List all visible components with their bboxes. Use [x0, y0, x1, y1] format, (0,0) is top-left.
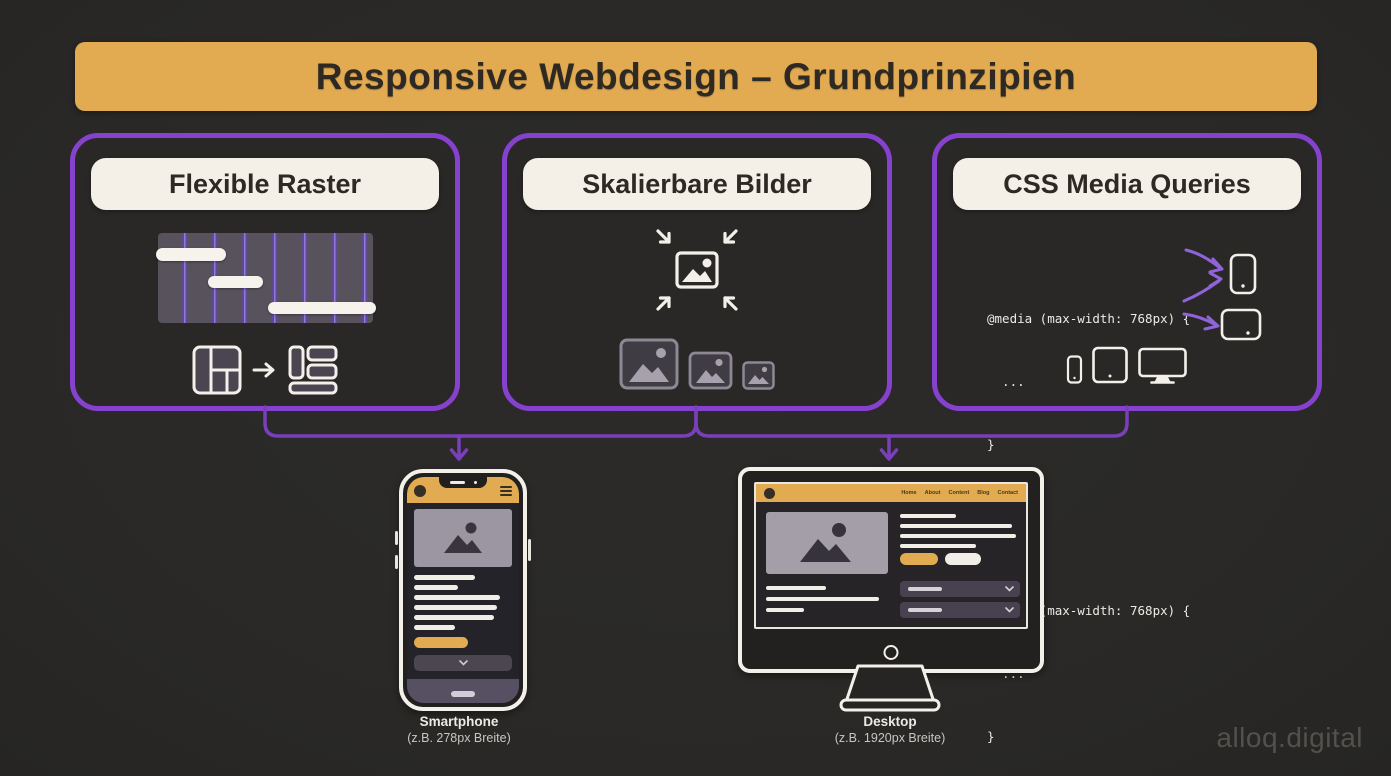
flexible-grid-illustration	[155, 233, 376, 323]
shrink-image-icon	[656, 229, 738, 311]
nav-item: Content	[948, 490, 970, 496]
title-banner: Responsive Webdesign – Grundprinzipien	[75, 42, 1317, 111]
page-title: Responsive Webdesign – Grundprinzipien	[315, 55, 1077, 97]
logo-circle	[414, 485, 426, 497]
cta-button-placeholder	[900, 553, 938, 565]
nav-item: Home	[901, 490, 917, 496]
text-line	[414, 595, 501, 600]
principle-card-flexible-raster: Flexible Raster	[70, 133, 460, 411]
phone-volume-button	[395, 555, 398, 569]
desktop-mockup: Home About Content Blog Contact	[738, 467, 1044, 673]
layout-transform-row	[75, 345, 455, 395]
phone-footer-bar	[407, 679, 519, 703]
dropdown-placeholder	[900, 581, 1020, 597]
layout-before-icon	[192, 345, 242, 395]
card-heading-pill: Flexible Raster	[91, 158, 439, 210]
text-line	[766, 597, 879, 601]
text-line	[414, 605, 498, 610]
grid-content-bar	[267, 302, 376, 314]
watermark: alloq.digital	[1216, 722, 1363, 753]
chevron-down-icon	[1005, 586, 1014, 592]
nav-menu: Home About Content Blog Contact	[901, 490, 1018, 496]
nav-item: Contact	[997, 490, 1018, 496]
image-placeholder-icon	[800, 523, 851, 562]
secondary-button-placeholder	[945, 553, 981, 565]
image-placeholder	[766, 512, 888, 574]
code-line: ...	[987, 374, 1025, 389]
card-heading-label: CSS Media Queries	[1003, 168, 1251, 199]
text-line	[414, 585, 459, 590]
phone-notch	[439, 477, 487, 488]
image-size-row	[507, 338, 887, 390]
image-placeholder	[414, 509, 512, 567]
layout-after-icon	[288, 345, 338, 395]
text-line	[414, 575, 475, 580]
text-line	[900, 534, 1016, 538]
image-placeholder-icon	[444, 522, 482, 553]
grid-content-bar	[155, 248, 226, 261]
code-line: }	[987, 437, 995, 452]
chevron-down-icon	[1005, 607, 1014, 613]
device-detail: (z.B. 278px Breite)	[407, 731, 511, 745]
card-heading-pill: Skalierbare Bilder	[523, 158, 871, 210]
nav-item: About	[924, 490, 941, 496]
desktop-label: Desktop (z.B. 1920px Breite)	[790, 714, 990, 745]
logo-circle	[764, 487, 775, 499]
speaker-slot	[450, 481, 465, 484]
text-line	[766, 608, 804, 612]
phone-page-body	[407, 503, 519, 703]
text-line	[766, 586, 826, 590]
camera-dot	[473, 480, 477, 484]
text-line	[414, 625, 456, 630]
phone-outline-icon	[1229, 253, 1257, 295]
principle-card-css-media-queries: CSS Media Queries @media (max-width: 768…	[932, 133, 1322, 744]
smartphone-label: Smartphone (z.B. 278px Breite)	[359, 714, 559, 745]
small-tablet-icon	[1092, 346, 1128, 384]
monitor-chin-button	[883, 645, 899, 660]
home-indicator	[451, 691, 475, 697]
nav-item: Blog	[977, 490, 990, 496]
text-line	[414, 615, 495, 620]
grid-content-bar	[207, 276, 263, 288]
device-size-row	[1066, 346, 1188, 384]
card-heading-label: Flexible Raster	[168, 168, 362, 199]
tablet-outline-icon	[1220, 308, 1262, 341]
image-size-large-icon	[619, 338, 679, 390]
principle-card-skalierbare-bilder: Skalierbare Bilder	[502, 133, 892, 411]
phone-screen	[407, 477, 519, 703]
dropdown-value-placeholder	[908, 608, 942, 612]
code-line: }	[987, 729, 995, 744]
image-size-medium-icon	[688, 351, 733, 390]
card-heading-pill: CSS Media Queries	[953, 158, 1301, 210]
code-block: @media (max-width: 768px) { ... }	[987, 266, 1190, 497]
card-heading-label: Skalierbare Bilder	[582, 168, 812, 199]
monitor-outline-icon	[1138, 347, 1187, 384]
smartphone-mockup	[395, 469, 531, 711]
phone-volume-button	[395, 531, 398, 545]
text-lines	[414, 575, 512, 635]
dropdown-value-placeholder	[908, 587, 942, 591]
code-line: @media (max-width: 768px) {	[987, 311, 1191, 326]
device-name: Desktop	[863, 714, 917, 729]
desktop-screen: Home About Content Blog Contact	[754, 482, 1028, 629]
small-phone-icon	[1066, 355, 1083, 384]
dropdown-placeholder	[414, 655, 512, 671]
device-detail: (z.B. 1920px Breite)	[834, 731, 946, 745]
text-line	[900, 514, 956, 518]
text-line	[900, 544, 976, 548]
phone-power-button	[528, 539, 531, 561]
device-name: Smartphone	[419, 714, 499, 729]
arrow-right-icon	[252, 362, 275, 378]
cta-button-placeholder	[414, 637, 468, 648]
image-size-small-icon	[742, 361, 775, 390]
dropdown-placeholder	[900, 602, 1020, 618]
text-line	[900, 524, 1012, 528]
chevron-down-icon	[458, 660, 468, 666]
desktop-site-header: Home About Content Blog Contact	[756, 484, 1026, 502]
hamburger-icon	[500, 486, 512, 498]
